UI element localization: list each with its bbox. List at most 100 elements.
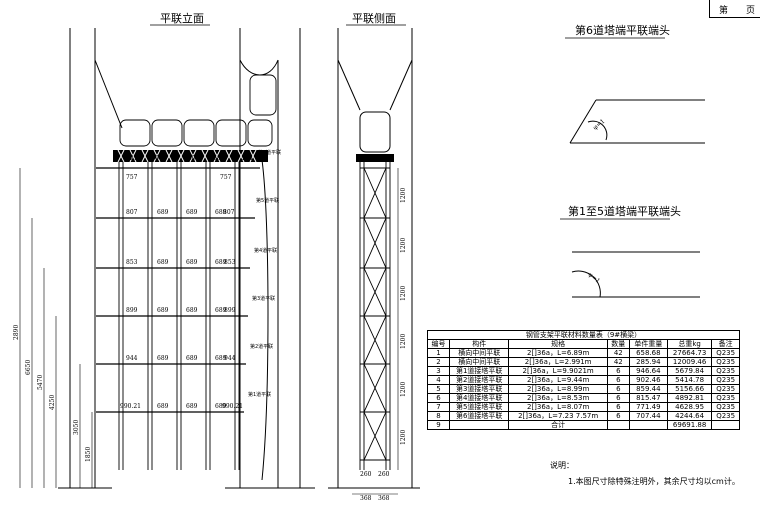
table-cell: 4628.95 (666, 402, 713, 412)
dim-r4-1: 689 (157, 307, 169, 314)
side-bdim-0: 260 (360, 471, 372, 478)
dim-r2-4: 807 (223, 209, 235, 216)
vdim-4: 3050 (73, 420, 80, 435)
bracing-label-4: 第4道平联 (254, 247, 277, 254)
side-view-title: 平联侧面 (352, 12, 396, 25)
table-cell: Q235 (711, 393, 740, 403)
dim-r1-0: 757 (126, 174, 138, 181)
table-cell: 5679.84 (666, 366, 713, 376)
dim-r0-2: 689 (184, 155, 196, 162)
end15-title: 第1至5道塔端平联端头 (568, 204, 681, 218)
table-cell: 第1道接塔平联 (448, 366, 510, 376)
table-cell: Q235 (711, 402, 740, 412)
dim-r5-4: 944 (224, 355, 236, 362)
table-cell: 2[]36a，L=8.99m (508, 384, 608, 394)
end6-detail (569, 99, 705, 144)
elevation-row-dims: 221 689 689 689 221 757 757 807 689 689 … (120, 155, 253, 410)
table-cell: 6 (606, 402, 630, 412)
table-cell: 2[]36a，L=8.53m (508, 393, 608, 403)
dim-r5-0: 944 (126, 355, 138, 362)
elevation-title: 平联立面 (160, 11, 204, 25)
table-cell: 4892.81 (666, 393, 713, 403)
dim-r1-1: 757 (220, 174, 232, 181)
dim-r6-2: 689 (186, 403, 198, 410)
table-cell: 5414.78 (666, 375, 713, 385)
vdim-5: 1850 (85, 447, 92, 462)
vertical-dims: 2890 6650 5470 4250 3050 1850 (13, 325, 92, 462)
bracing-label-2: 第2道平联 (250, 343, 273, 350)
table-cell: 707.44 (628, 411, 668, 421)
dim-r2-2: 689 (186, 209, 198, 216)
table-cell: 4244.64 (666, 411, 713, 421)
table-cell: 第3道接塔平联 (448, 384, 510, 394)
table-cell: 2[]36a，L=9.44m (508, 375, 608, 385)
table-cell: 2[]36a，L=8.07m (508, 402, 608, 412)
side-vdim-5: 1200 (400, 430, 407, 445)
table-cell: Q235 (711, 375, 740, 385)
table-cell: 2 (427, 357, 450, 367)
dim-r3-0: 853 (126, 259, 138, 266)
table-cell: 2[]36a，L=2.991m (508, 357, 608, 367)
side-vdim-1: 1200 (400, 238, 407, 253)
side-vdim-2: 1200 (400, 286, 407, 301)
table-cell: Q235 (711, 348, 740, 358)
dim-r5-1: 689 (157, 355, 169, 362)
side-bdim-1: 260 (378, 471, 390, 478)
notes-title: 说明： (550, 461, 574, 470)
table-cell: 合计 (508, 420, 608, 430)
col-header: 规格 (508, 339, 608, 349)
dim-r5-3: 689 (215, 355, 227, 362)
table-cell: 3 (427, 366, 450, 376)
end6-title: 第6道塔端平联端头 (575, 23, 670, 37)
table-cell: 4 (427, 375, 450, 385)
bracing-label-5: 第5道平联 (256, 197, 279, 204)
table-cell: 6 (606, 393, 630, 403)
col-header: 数量 (606, 339, 630, 349)
vdim-1: 6650 (25, 360, 32, 375)
table-cell: 815.47 (628, 393, 668, 403)
table-cell: 6 (606, 411, 630, 421)
table-cell: 69691.88 (666, 420, 713, 430)
material-table: 钢管支架平联材料数量表（9#横梁） 编号 构件 规格 数量 单件重量 总重kg … (427, 330, 740, 430)
side-girder (356, 154, 394, 162)
tower-right-leg (225, 28, 315, 489)
side-vdim-0: 1200 (400, 188, 407, 203)
notes: 说明： 1.本图尺寸除特殊注明外，其余尺寸均以cm计。 (550, 458, 740, 490)
table-cell: 6 (427, 393, 450, 403)
table-cell: 771.49 (628, 402, 668, 412)
table-cell: 6 (606, 366, 630, 376)
table-cell: 2[]36a，L=6.89m (508, 348, 608, 358)
dim-r2-1: 689 (157, 209, 169, 216)
dim-r6-4: 990.21 (222, 403, 243, 410)
dim-r0-3: 689 (213, 155, 225, 162)
table-cell: 第6道接塔平联 (448, 411, 510, 421)
table-cell: 12009.46 (666, 357, 713, 367)
dim-r4-4: 899 (224, 307, 236, 314)
table-cell: Q235 (711, 384, 740, 394)
table-cell: 横向中间平联 (448, 348, 510, 358)
table-cell: 859.44 (628, 384, 668, 394)
dim-r3-4: 853 (224, 259, 236, 266)
side-truss (359, 162, 391, 470)
table-cell: 第5道接塔平联 (448, 402, 510, 412)
table-cell: 第4道接塔平联 (448, 393, 510, 403)
dim-r4-3: 689 (215, 307, 227, 314)
table-cell (628, 420, 668, 430)
bracing-label-6: 第6道平联 (258, 149, 281, 156)
dim-r4-2: 689 (186, 307, 198, 314)
table-cell: 6 (606, 384, 630, 394)
end15-angle-label: φ=1 (587, 271, 601, 285)
table-header-row: 编号 构件 规格 数量 单件重量 总重kg 备注 (427, 339, 740, 349)
dim-r5-2: 689 (186, 355, 198, 362)
table-cell: 42 (606, 357, 630, 367)
table-cell: 第2道接塔平联 (448, 375, 510, 385)
dim-r0-1: 689 (155, 155, 167, 162)
note-item: 1.本图尺寸除特殊注明外，其余尺寸均以cm计。 (568, 477, 740, 486)
col-header: 单件重量 (628, 339, 668, 349)
